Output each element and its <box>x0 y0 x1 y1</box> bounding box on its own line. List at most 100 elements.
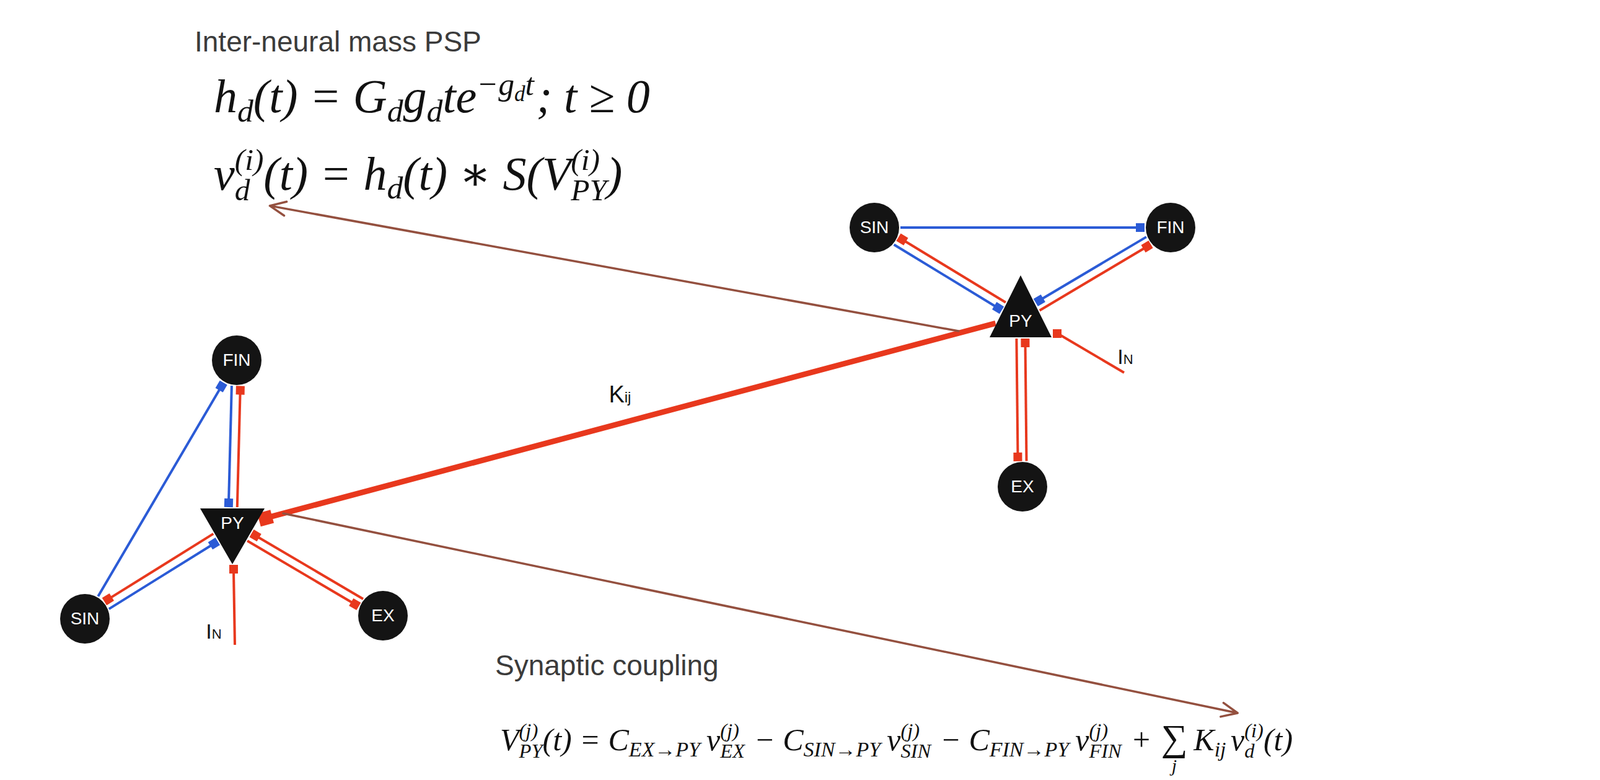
leader-line <box>269 201 959 331</box>
index-stack: (j)EX <box>720 720 745 761</box>
superscript: (j) <box>720 720 745 741</box>
subscript: d <box>237 92 254 129</box>
connector <box>896 233 1006 303</box>
equation: V(j)PY(t) = CEX→PYv(j)EX− CSIN→PYv(j)SIN… <box>500 718 1293 775</box>
connector-line <box>902 239 1006 303</box>
section-heading: Synaptic coupling <box>495 648 719 682</box>
connector <box>249 529 364 599</box>
subscript: d <box>387 92 404 129</box>
synapse-mark <box>896 233 908 246</box>
synapse-mark <box>1013 452 1022 462</box>
math-symbol: (t) = G <box>253 70 388 123</box>
interneuron-node: FIN <box>211 335 262 385</box>
backdrop-shape <box>836 644 1600 780</box>
index-stack: (i)PY <box>570 144 607 206</box>
subscript: EX <box>720 740 745 761</box>
input-line <box>1060 335 1125 373</box>
connector <box>1013 338 1022 462</box>
neural-mass: IN SIN FIN PY EX <box>817 109 1228 520</box>
leader-line <box>283 513 1238 717</box>
connector-line <box>228 385 232 503</box>
connector <box>1039 240 1154 311</box>
connector <box>109 537 220 609</box>
synapse-mark <box>1135 223 1145 232</box>
connector-line <box>894 244 999 308</box>
connector <box>247 540 361 610</box>
node-label: SIN <box>860 218 890 237</box>
math-symbol: −g <box>476 66 515 102</box>
index-stack: (j)PY <box>519 720 543 761</box>
node-label: PY <box>220 514 244 532</box>
math-symbol: − C <box>940 721 990 757</box>
math-symbol: − C <box>754 721 804 757</box>
subscript: d <box>1244 740 1264 761</box>
math-symbol: (t) = h <box>263 147 387 200</box>
backdrop-shape <box>734 0 975 561</box>
connector-line <box>255 535 364 599</box>
interneuron-node: SIN <box>60 593 110 644</box>
connector <box>224 385 233 507</box>
superscript: (j) <box>900 720 931 741</box>
connector-line <box>1016 338 1018 457</box>
input-line <box>233 571 235 645</box>
index-stack: (j)FIN <box>1088 720 1121 761</box>
superscript: −gdt <box>476 66 535 102</box>
node-label: FIN <box>1156 218 1185 237</box>
superscript: (i) <box>1244 720 1264 741</box>
math-symbol: h <box>213 70 238 123</box>
superscript: (i) <box>570 144 607 175</box>
label-slot: IN <box>1117 345 1133 367</box>
node-label: EX <box>371 606 395 625</box>
subscript: SIN <box>900 740 931 761</box>
synapse-mark <box>236 385 245 395</box>
subscript: PY <box>570 174 607 206</box>
math-symbol: g <box>403 70 427 123</box>
connector <box>102 533 214 605</box>
index-stack: (i)d <box>1244 720 1264 761</box>
sum-sign: ∑ <box>1161 718 1188 757</box>
pyramidal-node: PY <box>200 508 265 564</box>
math-symbol: (t) <box>1263 721 1293 757</box>
excitatory-node: EX <box>997 461 1048 512</box>
node-label: PY <box>1008 312 1032 330</box>
input-line <box>229 564 238 645</box>
math-symbol: te <box>442 70 477 123</box>
leader-line <box>269 201 959 331</box>
interneuron-node: FIN <box>1145 202 1196 253</box>
subscript: ij <box>1214 737 1227 761</box>
math-symbol: V <box>500 721 520 757</box>
label-slot: Kij <box>608 382 631 406</box>
node-label: SIN <box>70 609 100 628</box>
connector-line <box>107 533 214 600</box>
subscript: d <box>514 81 526 106</box>
subscript: EX→PY <box>628 737 701 761</box>
math-symbol: v <box>706 721 721 757</box>
math-symbol: ) <box>606 147 623 200</box>
label-slot: Synaptic coupling <box>495 650 719 680</box>
math-symbol: v <box>1230 721 1245 757</box>
math-symbol: (t) = C <box>542 721 629 757</box>
connector <box>236 385 245 507</box>
connector <box>1020 338 1030 462</box>
subscript: PY <box>519 740 543 761</box>
input-line <box>1052 329 1125 373</box>
connector-line <box>97 386 222 597</box>
subscript: d <box>234 174 264 206</box>
label-slot: IN <box>205 620 222 642</box>
backdrop-shape <box>974 0 1600 416</box>
synapse-mark <box>1020 338 1030 348</box>
connector-line <box>900 226 1141 229</box>
math-symbol: + <box>1130 721 1152 757</box>
synapse-mark <box>224 498 233 507</box>
input-label: IN <box>1117 345 1133 367</box>
section-heading: Inter-neural mass PSP <box>194 25 482 58</box>
leader-line <box>283 513 1238 717</box>
connector <box>257 322 996 527</box>
label-slot: Inter-neural mass PSP <box>194 27 482 56</box>
subscript: FIN→PY <box>989 737 1069 761</box>
connector <box>894 244 1005 315</box>
sum-index: j <box>1171 756 1177 775</box>
neural-mass: IN FIN PY SIN EX <box>27 325 438 736</box>
mass-outline <box>29 327 436 734</box>
triangle-shape <box>200 508 265 564</box>
